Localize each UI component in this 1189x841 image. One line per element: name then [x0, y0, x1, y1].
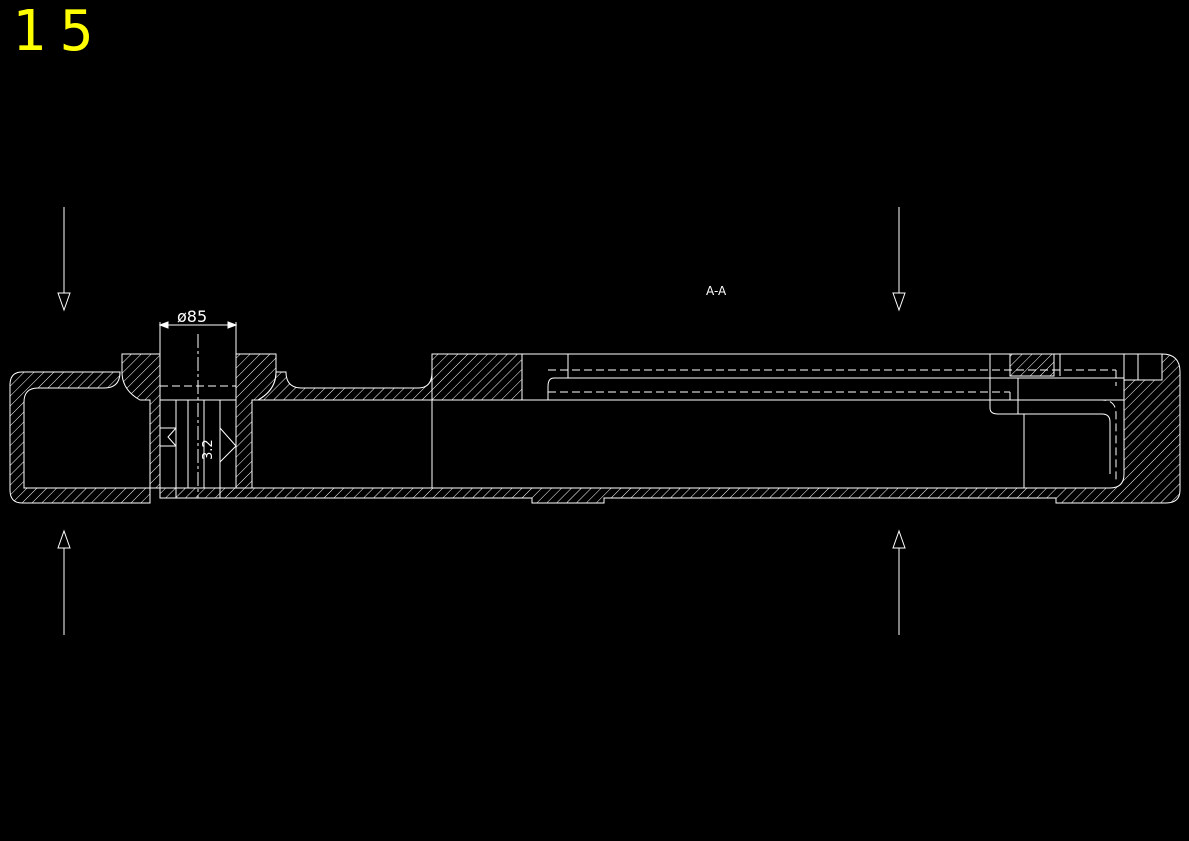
part-outline	[160, 334, 1162, 499]
top-wall-middle	[252, 371, 433, 401]
upper-right-block	[1009, 353, 1055, 377]
section-hatching	[9, 353, 1181, 504]
surface-roughness-icon	[219, 427, 237, 463]
bore-inner-feature	[160, 427, 177, 447]
section-arrow-bottom-right	[892, 529, 906, 635]
surface-roughness-value: 3.2	[201, 439, 216, 460]
section-arrow-icon	[57, 292, 71, 312]
left-end-wall	[9, 371, 151, 504]
bore-boss-right	[235, 353, 277, 489]
section-arrow-top-right	[892, 207, 906, 312]
bottom-wall	[159, 353, 1181, 504]
section-arrow-bottom-left	[57, 529, 71, 635]
section-arrow-top-left	[57, 207, 71, 312]
section-arrow-icon	[892, 292, 906, 312]
section-label: A-A	[706, 284, 727, 298]
diameter-label: ø85	[177, 307, 207, 326]
bore-boss-left	[121, 353, 161, 489]
section-arrow-icon	[57, 529, 71, 549]
upper-block	[431, 353, 523, 401]
sheet-number: 15	[12, 0, 108, 64]
diameter-dimension	[158, 321, 238, 354]
section-arrow-icon	[892, 529, 906, 549]
